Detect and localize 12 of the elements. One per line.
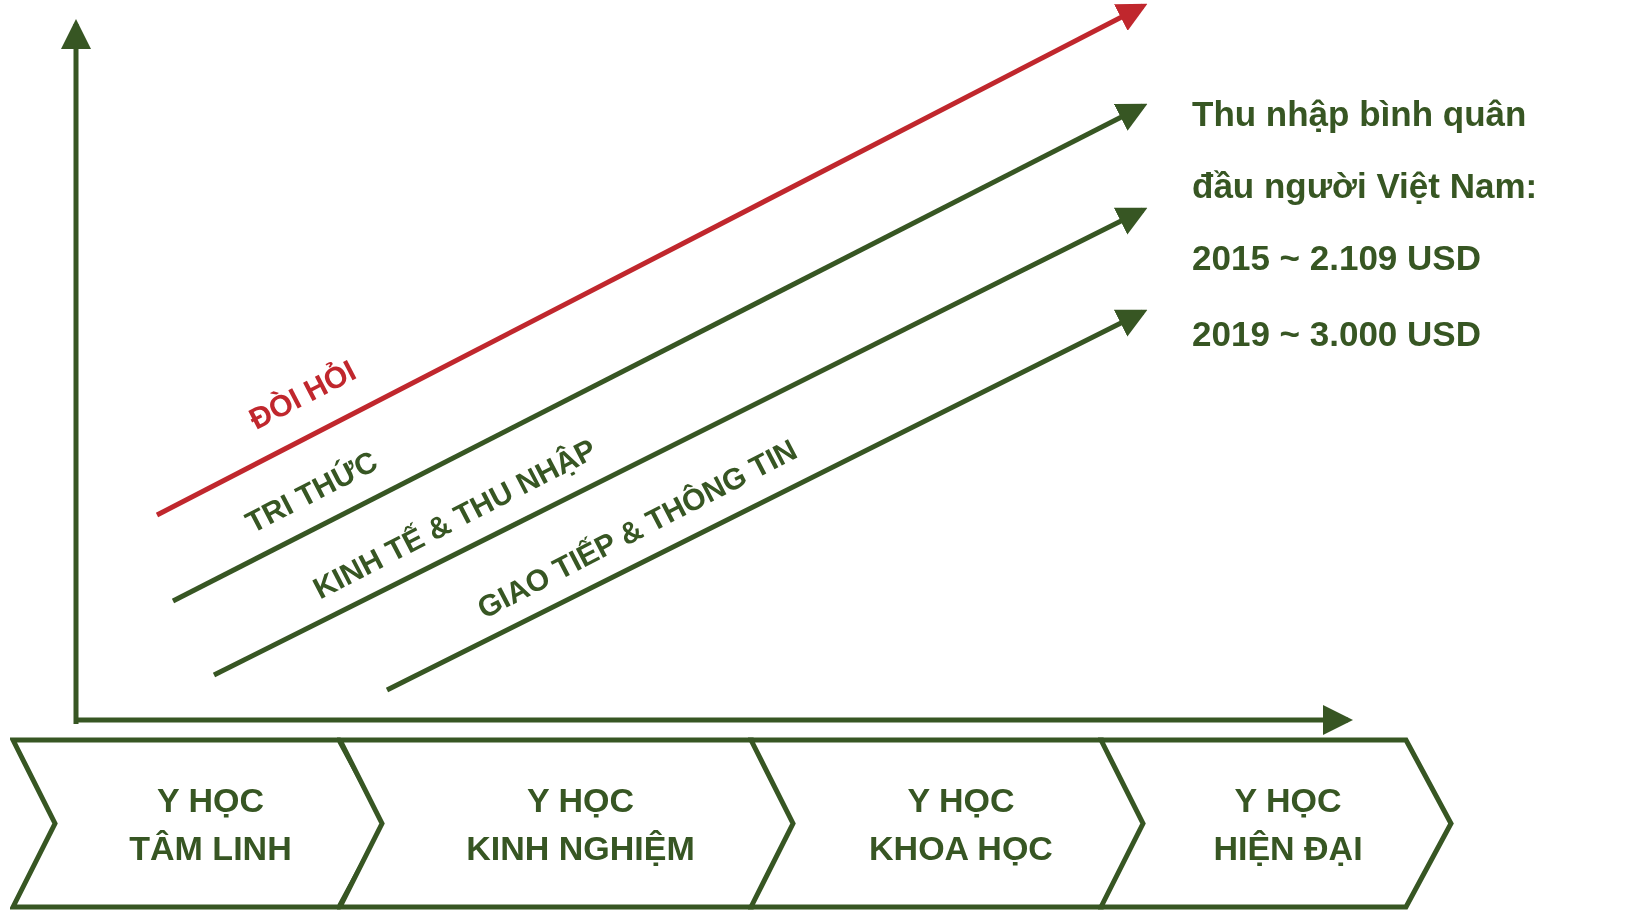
stage-label: HIỆN ĐẠI: [1213, 827, 1363, 869]
stage-label: TÂM LINH: [129, 827, 292, 869]
income-note: Thu nhập bình quân đầu người Việt Nam:: [1192, 93, 1539, 207]
trend-label: ĐÒI HỎI: [244, 353, 362, 437]
stage-label: KHOA HỌC: [869, 827, 1053, 869]
stage-label: Y HỌC: [526, 779, 635, 821]
stage-label: KINH NGHIỆM: [466, 827, 695, 869]
stage-label: Y HỌC: [156, 779, 265, 821]
income-note: 2019 ~ 3.000 USD: [1192, 313, 1481, 355]
income-note: 2015 ~ 2.109 USD: [1192, 237, 1481, 279]
stage-label: Y HỌC: [907, 779, 1015, 821]
stage-label: Y HỌC: [1234, 779, 1342, 821]
